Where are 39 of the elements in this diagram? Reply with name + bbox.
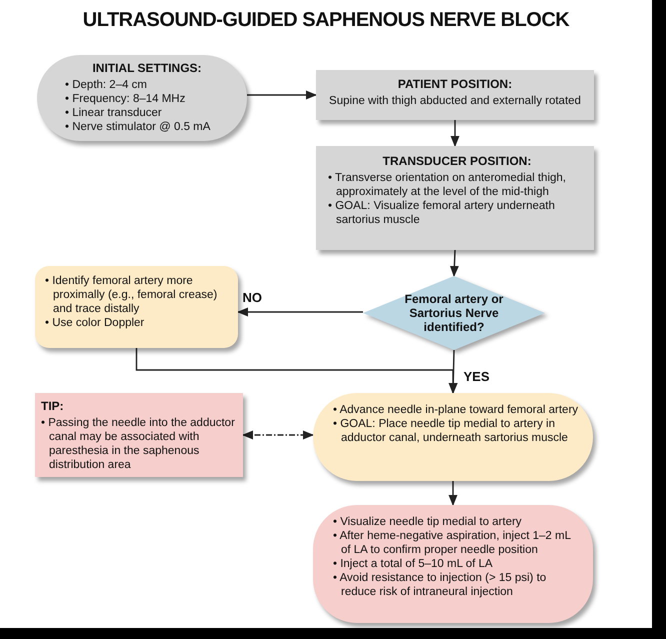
bullet-item: • Passing the needle into the adductor canal may be associated with paresthesia in the saphenous distribution area <box>41 416 236 472</box>
bullet-item: • Transverse orientation on anteromedial thigh, approximately at the level of the mid-thigh <box>328 171 567 199</box>
bullet-item: • GOAL: Visualize femoral artery underneath sartorius muscle <box>328 199 556 227</box>
heading: TIP: <box>41 399 65 413</box>
bullet-item: • Depth: 2–4 cm <box>65 78 148 92</box>
heading: TRANSDUCER POSITION: <box>382 154 532 168</box>
bullet-item: • After heme-negative aspiration, inject 1–2 mL of LA to confirm proper needle position <box>333 529 572 557</box>
bullet-item: • Identify femoral artery more proximally (e.g., femoral crease) and trace distally <box>45 274 218 316</box>
body-text: Supine with thigh abducted and externally rotated <box>328 94 582 108</box>
edge-label: YES <box>462 368 492 384</box>
bullet-item: • Advance needle in-plane toward femoral artery <box>333 403 580 417</box>
process-box <box>35 266 238 348</box>
arrow <box>247 90 318 100</box>
decision-text: Femoral artery or Sartorius Nerve identified? <box>404 292 504 334</box>
settings-pill <box>37 55 247 141</box>
arrow <box>448 481 458 506</box>
bullet-item: • Use color Doppler <box>45 316 146 330</box>
tip-box <box>35 393 243 477</box>
bullet-item: • Linear transducer <box>65 106 163 120</box>
process-pill <box>313 505 593 623</box>
arrow <box>236 308 363 316</box>
process-box <box>316 70 594 120</box>
edge-label: NO <box>240 290 264 305</box>
arrow <box>450 120 460 148</box>
decision-diamond <box>363 276 545 350</box>
bullet-item: • GOAL: Place needle tip medial to artery in adductor canal, underneath sartorius muscle <box>333 417 569 445</box>
arrow <box>242 430 314 440</box>
heading: PATIENT POSITION: <box>396 77 514 91</box>
bullet-item: • Avoid resistance to injection (> 15 psi) to reduce risk of intraneural injection <box>333 571 548 599</box>
bullet-item: • Frequency: 8–14 MHz <box>65 92 186 106</box>
process-box <box>316 146 594 250</box>
bullet-item: • Visualize needle tip medial to artery <box>333 515 523 529</box>
bullet-item: • Inject a total of 5–10 mL of LA <box>333 557 494 571</box>
bullet-item: • Nerve stimulator @ 0.5 mA <box>65 120 212 134</box>
arrow <box>450 250 459 278</box>
heading: INITIAL SETTINGS: <box>91 61 203 75</box>
title: ULTRASOUND-GUIDED SAPHENOUS NERVE BLOCK <box>82 9 570 32</box>
arrow <box>136 348 458 394</box>
process-pill <box>313 393 593 481</box>
